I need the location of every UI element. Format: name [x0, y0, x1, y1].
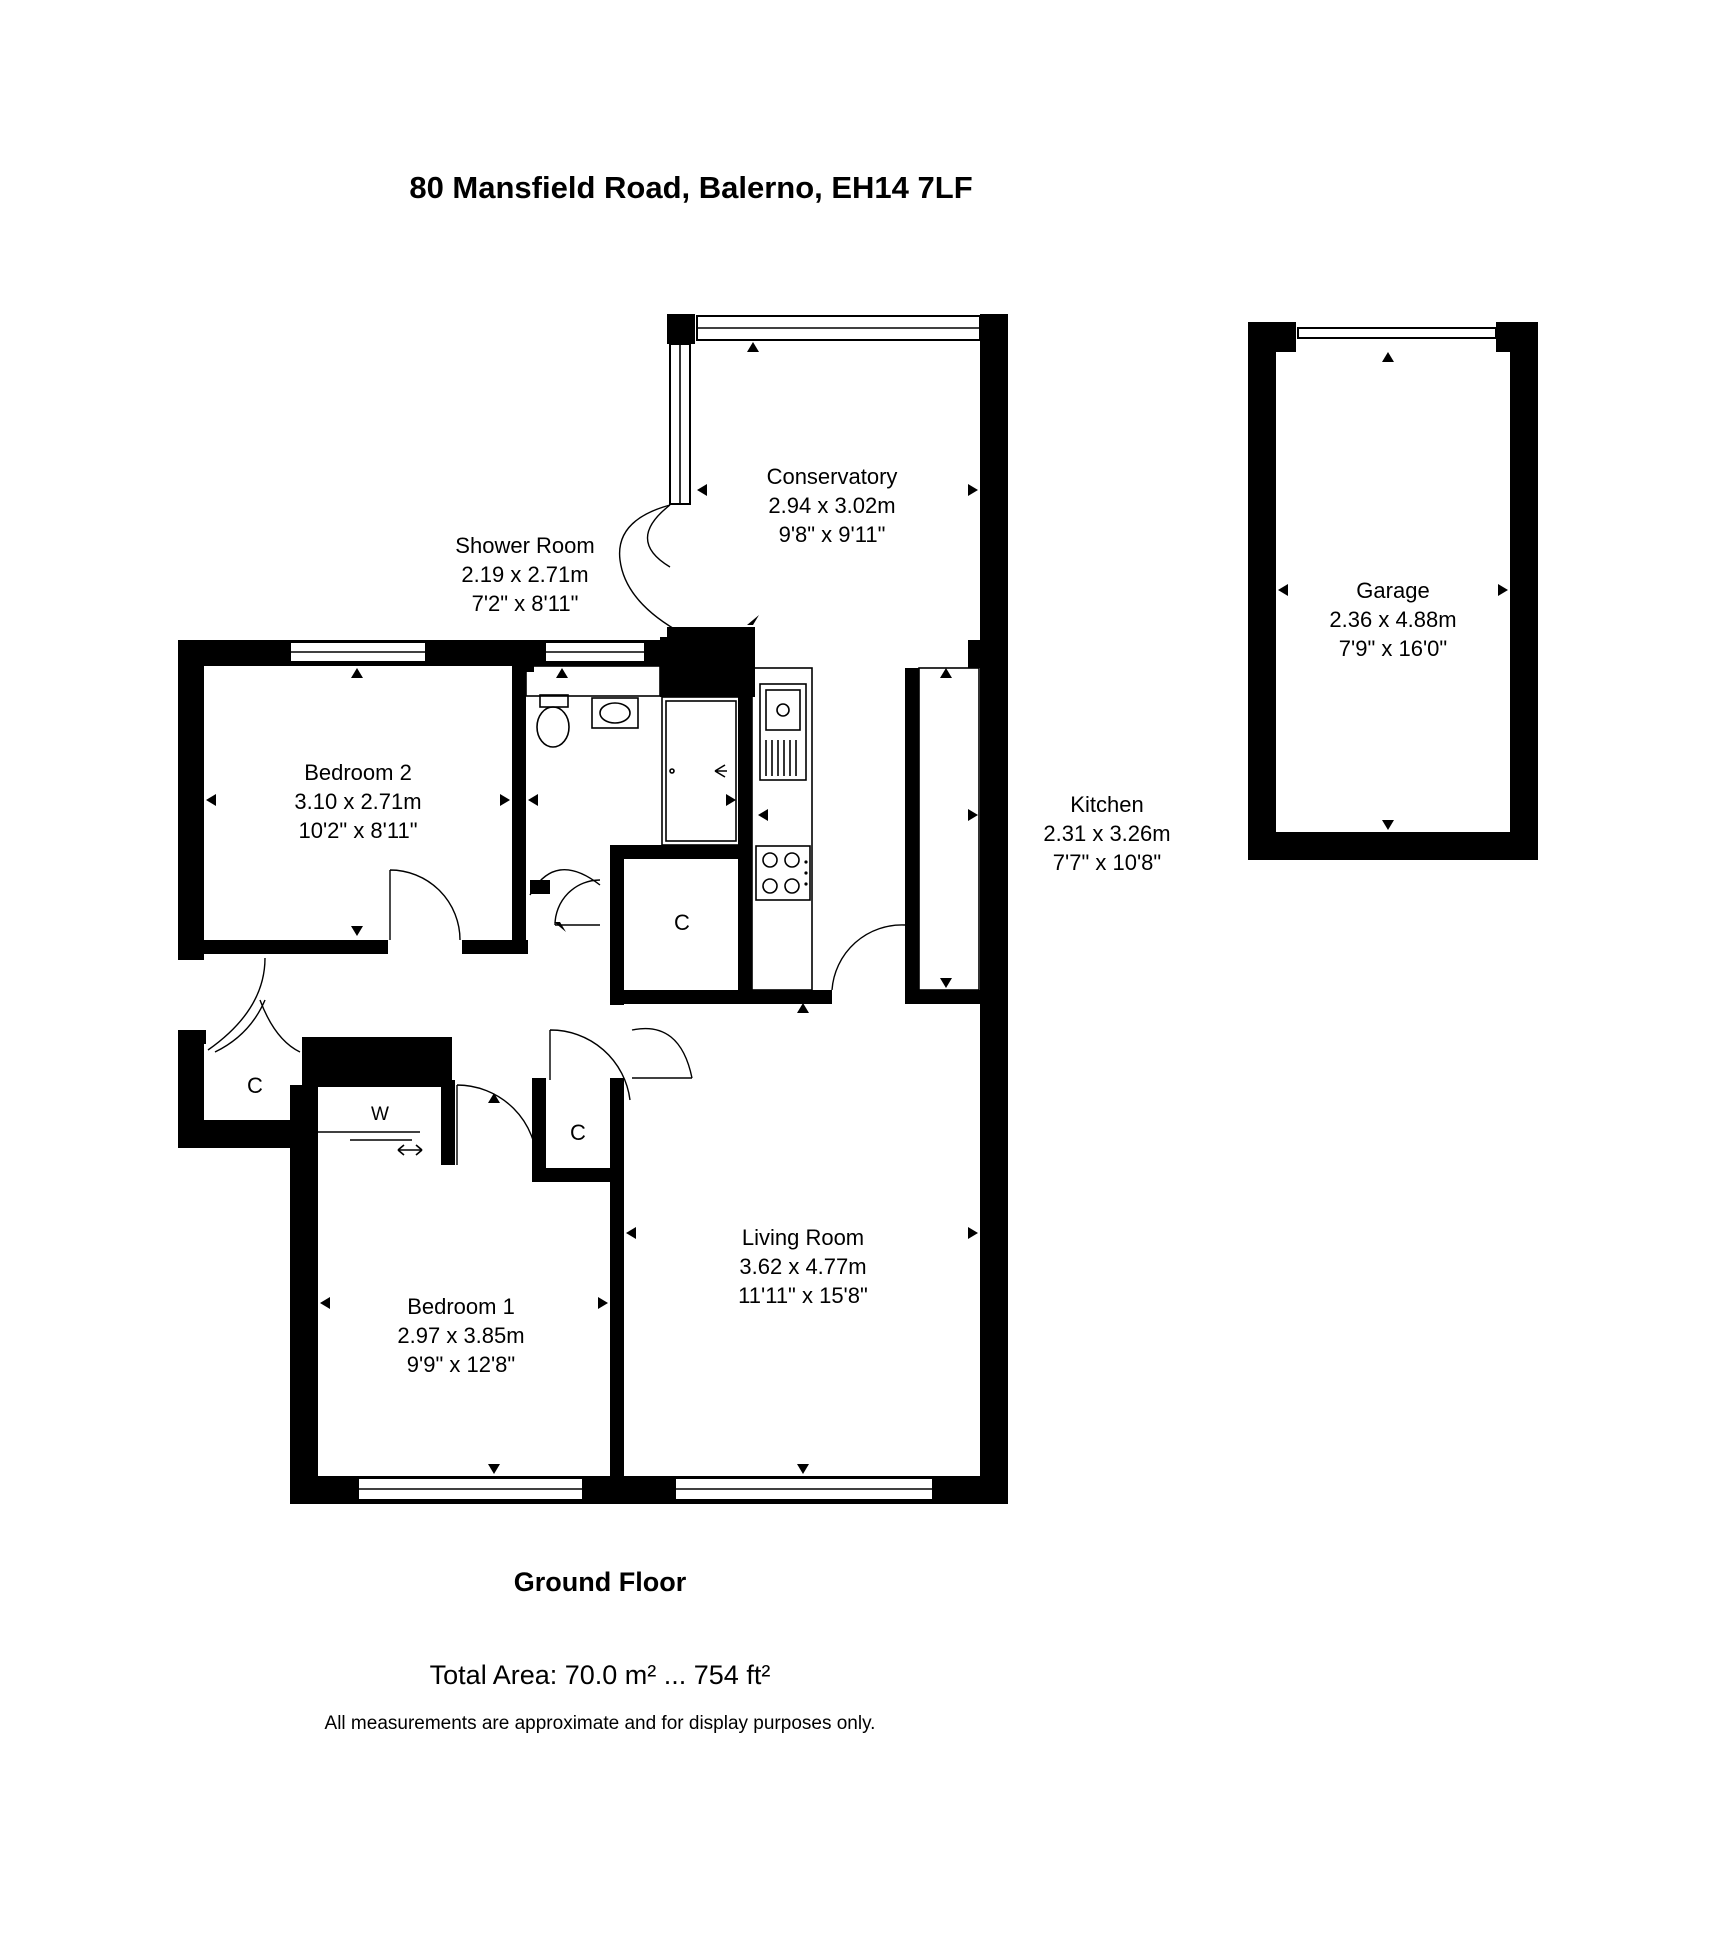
garage-walls — [1248, 322, 1538, 860]
conservatory-name: Conservatory — [767, 464, 898, 489]
kitchen-imperial: 7'7" x 10'8" — [1053, 850, 1161, 875]
garage-imperial: 7'9" x 16'0" — [1339, 636, 1447, 661]
cupboard-label-hall: C — [570, 1120, 586, 1145]
windows — [289, 315, 1497, 1501]
bedroom-1-imperial: 9'9" x 12'8" — [407, 1352, 515, 1377]
room-bedroom-2-label: Bedroom 2 3.10 x 2.71m 10'2" x 8'11" — [294, 760, 421, 843]
shower-room-name: Shower Room — [455, 533, 594, 558]
shower-room-metric: 2.19 x 2.71m — [461, 562, 588, 587]
kitchen-name: Kitchen — [1070, 792, 1143, 817]
dimension-arrows — [206, 342, 1508, 1474]
total-area: Total Area: 70.0 m² ... 754 ft² — [429, 1660, 771, 1690]
living-room-metric: 3.62 x 4.77m — [739, 1254, 866, 1279]
room-shower-room-label: Shower Room 2.19 x 2.71m 7'2" x 8'11" — [455, 533, 594, 616]
bedroom-1-name: Bedroom 1 — [407, 1294, 515, 1319]
walls — [178, 314, 1008, 1504]
bedroom-2-imperial: 10'2" x 8'11" — [298, 818, 417, 843]
floor-label: Ground Floor — [513, 1567, 687, 1597]
bedroom-1-metric: 2.97 x 3.85m — [397, 1323, 524, 1348]
living-room-imperial: 11'11" x 15'8" — [738, 1283, 868, 1308]
room-garage-label: Garage 2.36 x 4.88m 7'9" x 16'0" — [1329, 578, 1456, 661]
garage-name: Garage — [1356, 578, 1429, 603]
conservatory-metric: 2.94 x 3.02m — [768, 493, 895, 518]
wardrobe-label: W — [371, 1104, 389, 1125]
conservatory-imperial: 9'8" x 9'11" — [779, 522, 886, 547]
shower-room-imperial: 7'2" x 8'11" — [472, 591, 579, 616]
plan-title: 80 Mansfield Road, Balerno, EH14 7LF — [409, 170, 973, 205]
cupboard-label-utility: C — [674, 910, 690, 935]
room-kitchen-label: Kitchen 2.31 x 3.26m 7'7" x 10'8" — [1043, 792, 1170, 875]
fixtures — [318, 665, 980, 1156]
room-bedroom-1-label: Bedroom 1 2.97 x 3.85m 9'9" x 12'8" — [397, 1294, 524, 1377]
disclaimer: All measurements are approximate and for… — [324, 1713, 876, 1734]
bedroom-2-name: Bedroom 2 — [304, 760, 412, 785]
bedroom-2-metric: 3.10 x 2.71m — [294, 789, 421, 814]
room-living-room-label: Living Room 3.62 x 4.77m 11'11" x 15'8" — [738, 1225, 868, 1308]
cupboard-label-left: C — [247, 1073, 263, 1098]
room-conservatory-label: Conservatory 2.94 x 3.02m 9'8" x 9'11" — [767, 464, 898, 547]
living-room-name: Living Room — [742, 1225, 864, 1250]
doors — [207, 504, 906, 1166]
garage-metric: 2.36 x 4.88m — [1329, 607, 1456, 632]
kitchen-metric: 2.31 x 3.26m — [1043, 821, 1170, 846]
